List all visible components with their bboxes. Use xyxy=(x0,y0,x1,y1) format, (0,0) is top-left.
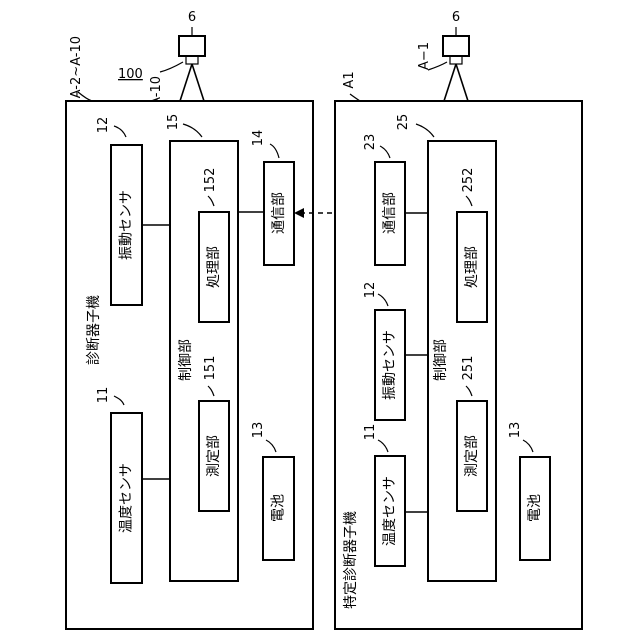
system-ref: 100 xyxy=(118,67,143,82)
measurement-unit-2-label: 測定部 xyxy=(464,435,480,477)
processing-unit-1-label: 処理部 xyxy=(206,246,222,288)
battery-1-ref: 13 xyxy=(251,422,266,439)
control-unit-1-label: 制御部 xyxy=(178,339,194,381)
camera-2 xyxy=(443,36,469,56)
vibration-sensor-1-ref: 12 xyxy=(96,117,111,134)
unit-2-id: A1 xyxy=(342,71,357,88)
measurement-unit-2-ref: 251 xyxy=(461,356,476,381)
temperature-sensor-1-ref: 11 xyxy=(96,387,111,404)
camera-2-sensor xyxy=(450,56,462,64)
measurement-unit-1-label: 測定部 xyxy=(206,435,222,477)
comm-unit-2-label: 通信部 xyxy=(382,192,398,234)
unit-1-name: 診断器子機 xyxy=(86,295,102,365)
temperature-sensor-2-label: 温度センサ xyxy=(382,476,398,546)
vibration-sensor-2-ref: 12 xyxy=(363,282,378,299)
camera-2-ref: 6 xyxy=(452,10,460,25)
mount-1-left xyxy=(180,64,192,101)
battery-2-ref: 13 xyxy=(508,422,523,439)
battery-2-label: 電池 xyxy=(527,494,543,522)
vibration-sensor-2-label: 振動センサ xyxy=(382,330,398,400)
processing-unit-2-label: 処理部 xyxy=(464,246,480,288)
camera-2-sensor-label: A−1 xyxy=(417,42,432,70)
mount-1-right xyxy=(192,64,204,101)
camera-1-sensor-leader xyxy=(160,62,183,72)
unit-1-id: A-2~A-10 xyxy=(69,36,84,98)
battery-1-label: 電池 xyxy=(271,494,287,522)
processing-unit-1-ref: 152 xyxy=(203,168,218,193)
camera-1 xyxy=(179,36,205,56)
camera-1-sensor xyxy=(186,56,198,64)
vibration-sensor-1-label: 振動センサ xyxy=(119,190,135,260)
unit-2-name: 特定診断器子機 xyxy=(343,511,359,609)
unit-1: 6 A-2~A-10 A-2~A-10 100 診断器子機 振動センサ 12 温… xyxy=(66,10,313,629)
unit-2-id-leader xyxy=(350,94,360,101)
control-unit-1-ref: 15 xyxy=(166,114,181,131)
mount-2-right xyxy=(456,64,468,101)
comm-unit-2-ref: 23 xyxy=(363,134,378,151)
mount-2-left xyxy=(444,64,456,101)
comm-unit-1-label: 通信部 xyxy=(271,192,287,234)
measurement-unit-1-ref: 151 xyxy=(203,356,218,381)
comm-unit-1-ref: 14 xyxy=(251,130,266,147)
control-unit-2-label: 制御部 xyxy=(433,339,449,381)
camera-1-ref: 6 xyxy=(188,10,196,25)
control-unit-2-ref: 25 xyxy=(396,114,411,131)
unit-2: 6 A−1 A1 特定診断器子機 通信部 23 振動センサ 12 温度センサ 1… xyxy=(335,10,582,629)
temperature-sensor-1-label: 温度センサ xyxy=(119,463,135,533)
processing-unit-2-ref: 252 xyxy=(461,168,476,193)
temperature-sensor-2-ref: 11 xyxy=(363,424,378,441)
